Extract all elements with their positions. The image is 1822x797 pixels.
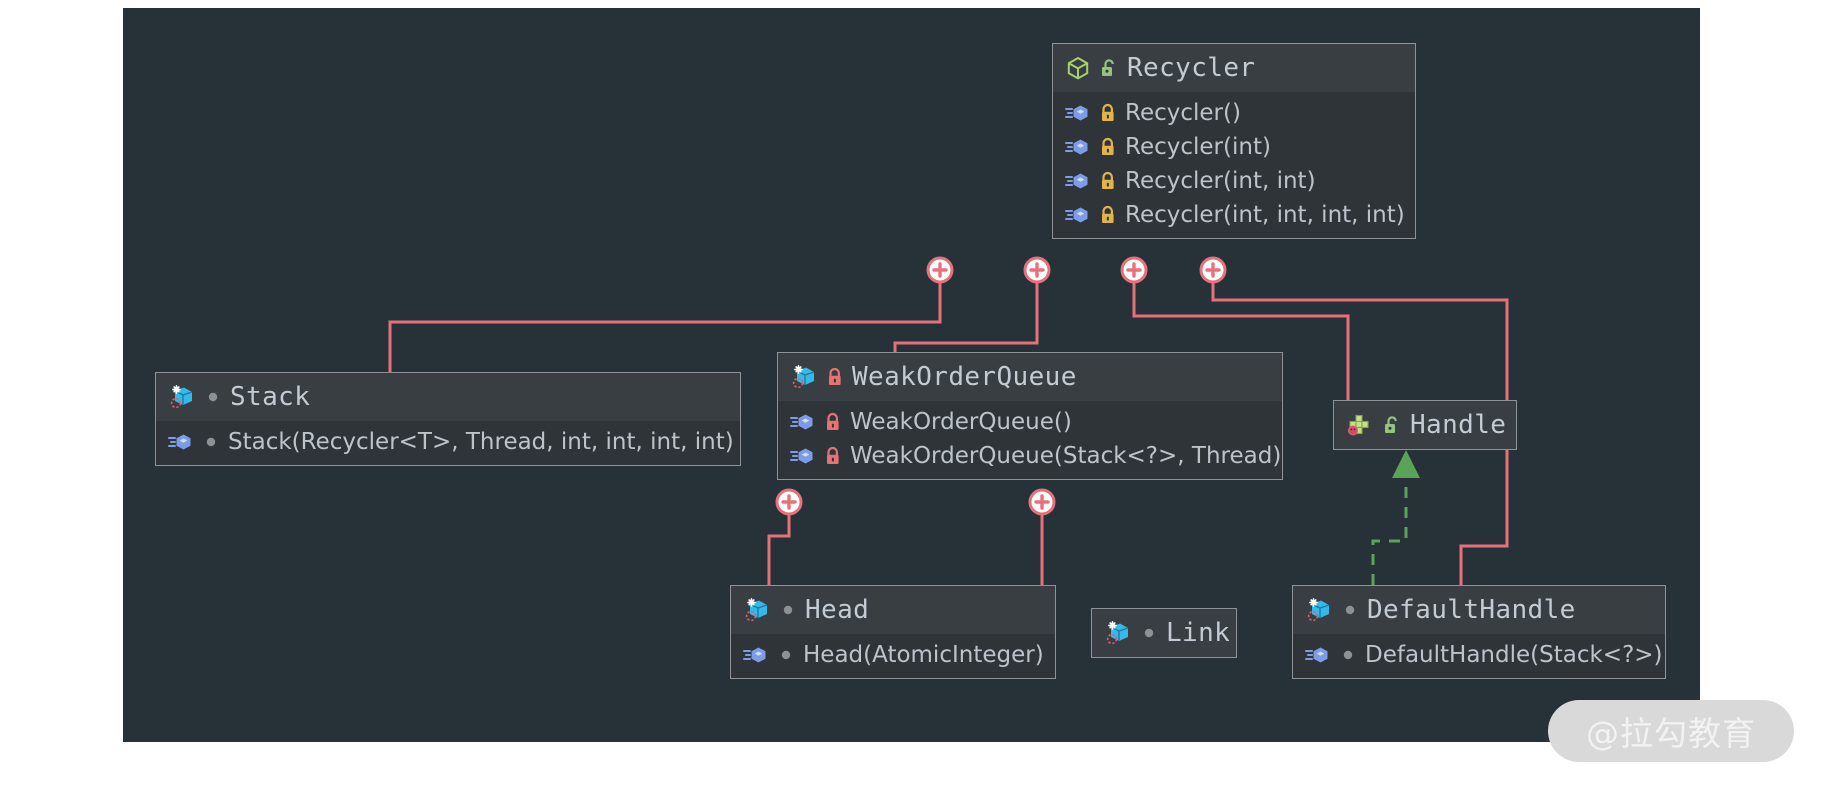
class-node-stack[interactable]: Stack Stack(Recycler<T>, Thread, int, i [155, 372, 741, 466]
method-icon [1065, 205, 1091, 225]
class-members: Recycler() [1053, 92, 1415, 238]
lock-protected-icon [1100, 103, 1116, 123]
plus-circle-icon [1199, 256, 1227, 284]
class-node-header: Stack [156, 373, 740, 421]
class-member[interactable]: Recycler() [1053, 96, 1415, 130]
class-name: Link [1166, 618, 1231, 648]
method-icon [790, 446, 816, 466]
class-member[interactable]: Recycler(int) [1053, 130, 1415, 164]
class-name: Handle [1410, 410, 1507, 440]
class-name: Head [805, 595, 870, 625]
class-member[interactable]: WeakOrderQueue() [778, 405, 1282, 439]
dot-package-private-icon [778, 647, 794, 663]
dot-package-private-icon [1342, 602, 1358, 618]
static-class-icon [1104, 620, 1132, 646]
watermark: @拉勾教育 [1548, 700, 1794, 762]
member-label: Recycler(int) [1125, 134, 1271, 160]
method-icon [168, 432, 194, 452]
lock-private-icon [825, 446, 841, 466]
class-member[interactable]: Head(AtomicInteger) [731, 638, 1055, 672]
class-members: Stack(Recycler<T>, Thread, int, int, int… [156, 421, 740, 465]
diagram-canvas: Recycler [123, 8, 1700, 742]
plus-circle-icon [1028, 488, 1056, 516]
method-icon [790, 412, 816, 432]
class-members: WeakOrderQueue() [778, 401, 1282, 479]
member-label: Head(AtomicInteger) [803, 642, 1044, 668]
class-name: Stack [230, 382, 311, 412]
member-label: Recycler(int, int) [1125, 168, 1316, 194]
static-class-icon [790, 364, 818, 390]
class-name: Recycler [1127, 53, 1256, 83]
member-label: Recycler() [1125, 100, 1241, 126]
class-node-head[interactable]: Head Head(AtomicInteger) [730, 585, 1056, 679]
class-node-weakorderqueue[interactable]: WeakOrderQueue [777, 352, 1283, 480]
plus-circle-icon [1120, 256, 1148, 284]
class-name: DefaultHandle [1367, 595, 1576, 625]
static-class-icon [743, 597, 771, 623]
class-node-link[interactable]: Link [1091, 608, 1237, 658]
lock-open-public-icon [1100, 58, 1118, 78]
member-label: WeakOrderQueue(Stack<?>, Thread) [850, 443, 1282, 469]
dot-package-private-icon [205, 389, 221, 405]
class-node-recycler[interactable]: Recycler [1052, 43, 1416, 239]
dot-package-private-icon [780, 602, 796, 618]
class-node-header: DefaultHandle [1293, 586, 1665, 634]
class-icon [1065, 55, 1091, 81]
lock-protected-icon [1100, 137, 1116, 157]
watermark-text: @拉勾教育 [1586, 714, 1756, 753]
member-label: DefaultHandle(Stack<?>) [1365, 642, 1663, 668]
lock-protected-icon [1100, 205, 1116, 225]
dot-package-private-icon [1141, 625, 1157, 641]
plus-circle-icon [775, 488, 803, 516]
edge-defaulthandle-handle [1371, 450, 1420, 585]
method-icon [1065, 137, 1091, 157]
member-label: Stack(Recycler<T>, Thread, int, int, int… [228, 429, 734, 455]
class-node-header: Recycler [1053, 44, 1415, 92]
lock-private-icon [827, 367, 843, 387]
lock-protected-icon [1100, 171, 1116, 191]
class-member[interactable]: DefaultHandle(Stack<?>) [1293, 638, 1665, 672]
lock-open-public-icon [1383, 415, 1401, 435]
method-icon [743, 645, 769, 665]
triangle-arrow-icon [1392, 450, 1420, 478]
static-class-icon [1305, 597, 1333, 623]
interface-icon [1346, 412, 1374, 438]
edge-recycler-weakorderqueue [893, 281, 1039, 352]
plus-circle-icon [1023, 256, 1051, 284]
class-member[interactable]: WeakOrderQueue(Stack<?>, Thread) [778, 439, 1282, 473]
class-member[interactable]: Recycler(int, int) [1053, 164, 1415, 198]
class-node-header: Handle [1334, 401, 1516, 449]
class-node-header: Link [1092, 609, 1236, 657]
class-node-handle[interactable]: Handle [1333, 400, 1517, 450]
dot-package-private-icon [1340, 647, 1356, 663]
class-members: Head(AtomicInteger) [731, 634, 1055, 678]
class-node-defaulthandle[interactable]: DefaultHandle DefaultHandle(Stack<?>) [1292, 585, 1666, 679]
edge-weakorderqueue-head [767, 513, 791, 585]
class-name: WeakOrderQueue [852, 362, 1077, 392]
class-node-header: Head [731, 586, 1055, 634]
class-members: DefaultHandle(Stack<?>) [1293, 634, 1665, 678]
class-member[interactable]: Recycler(int, int, int, int) [1053, 198, 1415, 232]
method-icon [1065, 171, 1091, 191]
class-node-header: WeakOrderQueue [778, 353, 1282, 401]
lock-private-icon [825, 412, 841, 432]
method-icon [1305, 645, 1331, 665]
dot-package-private-icon [203, 434, 219, 450]
static-class-icon [168, 384, 196, 410]
plus-circle-icon [926, 256, 954, 284]
class-member[interactable]: Stack(Recycler<T>, Thread, int, int, int… [156, 425, 740, 459]
method-icon [1065, 103, 1091, 123]
member-label: Recycler(int, int, int, int) [1125, 202, 1405, 228]
member-label: WeakOrderQueue() [850, 409, 1072, 435]
